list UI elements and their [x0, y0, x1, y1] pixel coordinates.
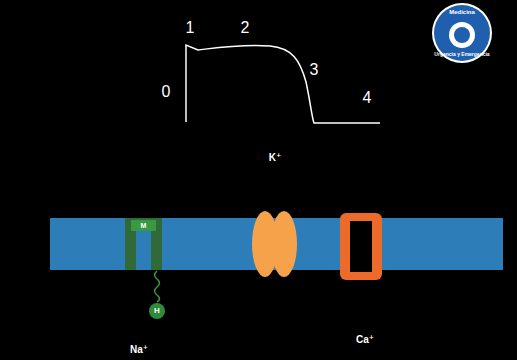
- action-potential-curve: [186, 45, 380, 123]
- gate-letter: M: [141, 222, 147, 229]
- ion-label: K⁺: [269, 153, 282, 163]
- logo-text: Urgencia y Emergencia: [434, 52, 489, 57]
- calcium-channel: [340, 213, 382, 280]
- calcium-channel-pore: [350, 221, 372, 272]
- potassium-channel: [271, 211, 297, 277]
- logo-emblem: [449, 22, 475, 48]
- phase-number: 2: [241, 20, 250, 36]
- phase-number: 3: [310, 62, 319, 78]
- inactivation-gate: H: [149, 303, 165, 319]
- gate-letter: H: [154, 307, 160, 315]
- ion-label: Na⁺: [130, 345, 148, 355]
- logo-text: Medicina: [449, 9, 475, 15]
- logo-disc: [434, 5, 490, 61]
- phase-number: 1: [186, 20, 195, 36]
- logo-ring: [432, 3, 492, 63]
- logo-emblem: [454, 27, 470, 43]
- activation-gate: M: [131, 220, 156, 231]
- phase-number: 0: [162, 84, 171, 100]
- inactivation-tether: [155, 271, 160, 302]
- ion-label: Ca⁺: [356, 335, 374, 345]
- phase-number: 4: [363, 90, 372, 106]
